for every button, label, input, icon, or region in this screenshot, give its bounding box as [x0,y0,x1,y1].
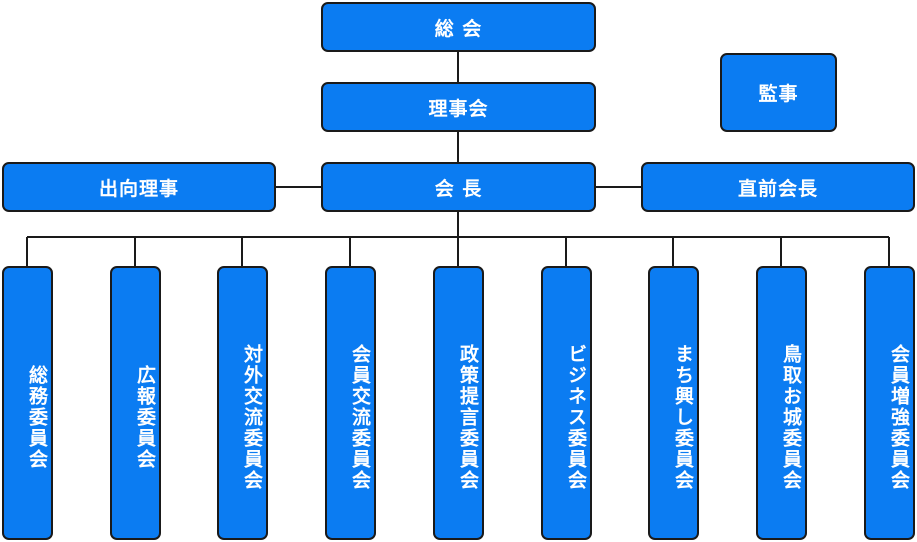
committee-label: 政策提言委員会 [457,343,479,491]
committee-label: 総務委員会 [26,364,48,470]
general-assembly-label: 総 会 [434,17,483,40]
auditor-box: 監事 [720,53,837,132]
committee-box: 広報委員会 [110,266,161,540]
past-president-box: 直前会長 [641,162,915,212]
committee-label: まち興し委員会 [672,343,694,491]
president-label: 会 長 [434,177,483,200]
board-label: 理事会 [428,97,489,120]
committee-label: 対外交流委員会 [241,343,263,491]
committee-label: ビジネス委員会 [565,343,587,491]
general-assembly-box: 総 会 [321,2,596,52]
committee-label: 会員増強委員会 [888,343,910,491]
seconded-director-label: 出向理事 [98,177,179,200]
board-box: 理事会 [321,82,596,132]
past-president-label: 直前会長 [737,177,818,200]
seconded-director-box: 出向理事 [2,162,276,212]
committee-box: まち興し委員会 [648,266,699,540]
auditor-label: 監事 [758,83,799,105]
committee-box: 総務委員会 [2,266,53,540]
committee-box: 会員増強委員会 [864,266,915,540]
committee-box: 会員交流委員会 [325,266,376,540]
committee-label: 鳥取お城委員会 [780,343,802,491]
committee-box: 政策提言委員会 [433,266,484,540]
committee-box: ビジネス委員会 [541,266,592,540]
committee-label: 会員交流委員会 [349,343,371,491]
committee-box: 鳥取お城委員会 [756,266,807,540]
president-box: 会 長 [321,162,596,212]
committee-box: 対外交流委員会 [217,266,268,540]
committee-label: 広報委員会 [134,364,156,470]
